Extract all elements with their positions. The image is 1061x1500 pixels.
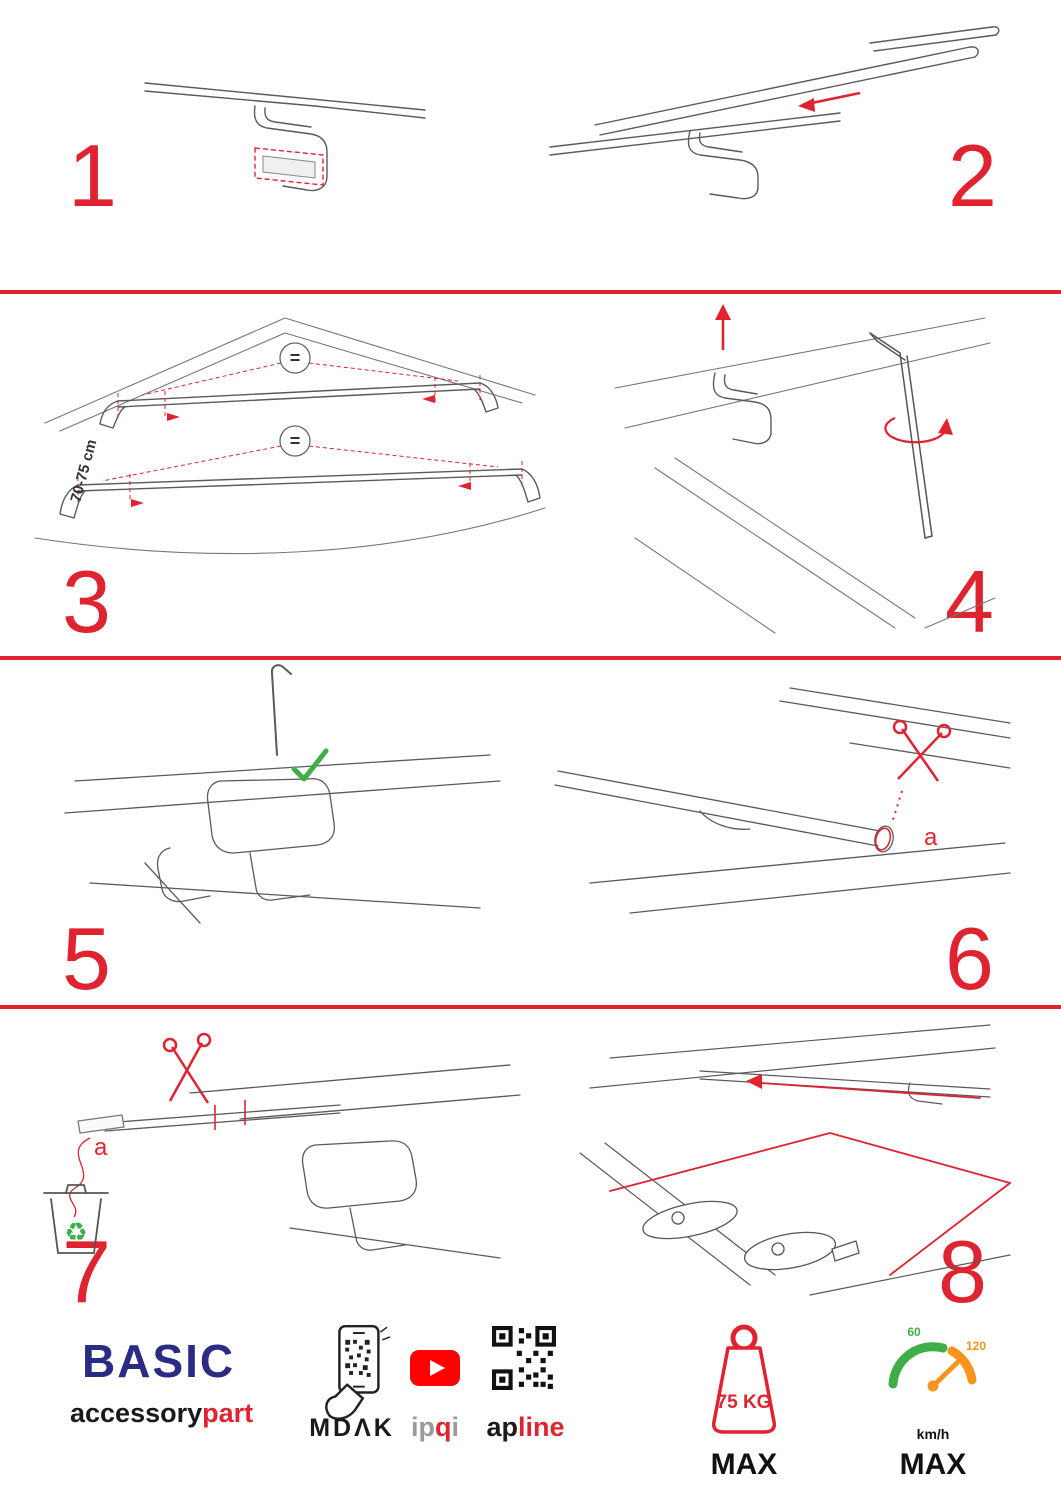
tap-motion-lines [379,1326,391,1341]
speed-tick-high: 120 [966,1339,986,1353]
step-6-figure: a [554,687,1011,914]
clamp-parts-drawing [642,1200,860,1271]
step-6-number: 6 [945,909,994,1008]
speed-tick-low: 60 [907,1325,921,1339]
step-5-number: 5 [62,909,111,1008]
discard-thread [68,1137,91,1218]
youtube-icon [410,1350,460,1386]
part-a-label: a [924,824,938,851]
scissors-icon [892,719,952,782]
qr-code-icon [492,1326,556,1390]
weight-max-label: MAX [710,1448,778,1481]
roof-bar-drawing [549,26,1000,156]
speedometer-icon: 60 120 [888,1325,986,1392]
equal-badge [279,425,311,457]
step-8-number: 8 [938,1222,987,1321]
speed-unit-label: km/h [916,1426,950,1442]
clamp-drawing [189,1064,521,1259]
partner-mdak-label: MDΛK [309,1414,395,1442]
roof-rail-drawing [144,82,426,119]
check-icon [291,748,329,782]
alignment-red-lines [609,1082,1011,1276]
phone-qr-dots [345,1339,371,1377]
cut-piece-highlight [874,827,892,851]
step-2-number: 2 [948,126,997,225]
scissors-icon [162,1032,212,1104]
slide-arrow-left-icon [798,91,861,112]
equal-badge [279,342,311,374]
roof-detail-drawing [614,317,996,634]
up-arrow-icon [715,304,731,350]
clamp-drawing [712,372,772,445]
measurement-label: 70-75 cm [67,438,100,504]
step-8-figure [579,1024,1011,1296]
recycle-icon: ♻ [64,1217,87,1247]
brand-logo-basic: BASIC [82,1335,236,1387]
partner-apline-label: apline [486,1412,565,1442]
step-4-figure [614,304,996,634]
roof-clamp-drawing [64,754,501,924]
cut-guide-dots [891,790,903,824]
partner-ipqi-label: ipqi [410,1412,459,1442]
brand-sub-part: part [202,1398,254,1428]
step-1-figure [144,82,426,192]
brand-sub-logo: accessorypart [70,1398,253,1429]
roof-bar-drawing [554,687,1011,914]
hand-icon [325,1383,365,1420]
speed-max-label: MAX [899,1448,967,1481]
weight-limit-value: 75 KG [717,1392,772,1413]
rubber-pad [262,155,316,179]
step-7-figure: a ♻ [43,1032,521,1259]
step-5-figure [64,664,501,924]
clamp-drawing [687,130,759,200]
step-3-number: 3 [62,552,111,651]
section-divider-3 [0,1005,1061,1009]
equal-sign: = [290,348,301,368]
highlight-dashed-box [254,147,324,186]
crossbars-drawing [59,382,541,519]
step-1-number: 1 [68,126,117,225]
rubber-strip-drawing [77,1104,341,1134]
section-divider-1 [0,290,1061,294]
part-a-label: a [94,1134,108,1161]
cut-marks [214,1100,246,1130]
allen-key-drawing [869,332,933,539]
phone-qr-scan-icon [325,1324,391,1420]
clamp-drawing [253,105,328,192]
rotate-arrow-icon [884,416,953,444]
measure-arrow-icons [131,395,471,507]
step-7-number: 7 [62,1222,111,1321]
step-3-figure: = = 70-75 cm [34,317,546,555]
equal-sign: = [290,431,301,451]
trash-bin-icon [43,1184,109,1254]
arrow-left-icon [746,1074,762,1089]
step-2-figure [549,26,1000,200]
section-divider-2 [0,656,1061,660]
brand-sub-accessory: accessory [70,1398,203,1428]
fixing-rod-drawing [270,664,292,756]
weight-limit-icon: 75 KG [711,1324,777,1434]
